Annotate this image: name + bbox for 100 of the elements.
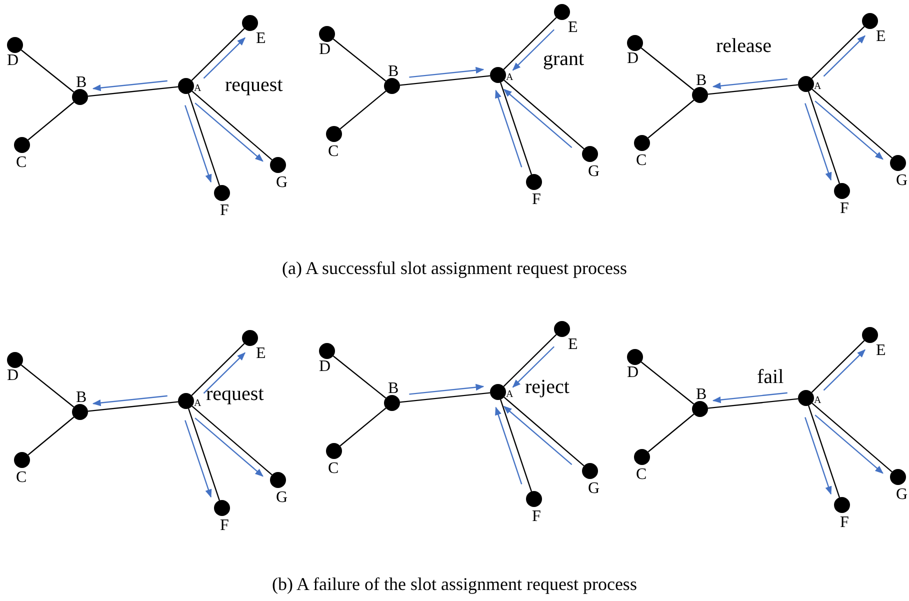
connector-line — [28, 416, 74, 456]
node-label: G — [276, 490, 288, 506]
node-label: F — [840, 201, 849, 217]
arrow — [203, 352, 246, 394]
connector-line — [340, 90, 386, 130]
connector-line — [28, 102, 74, 140]
connector-line — [500, 82, 532, 175]
arrow — [814, 100, 884, 160]
arrow — [194, 102, 264, 162]
arrow — [503, 88, 572, 148]
node-label: E — [256, 31, 266, 47]
connector-line — [648, 414, 694, 452]
figure-caption: (a) A successful slot assignment request process — [282, 258, 627, 278]
node-label: D — [319, 359, 331, 375]
connector-line — [192, 90, 272, 160]
connector-line — [808, 91, 840, 184]
connector-line — [191, 28, 245, 81]
connector-line — [188, 93, 220, 186]
arrow — [495, 406, 522, 484]
arrow — [823, 35, 866, 77]
arrow — [203, 37, 246, 79]
connector-line — [812, 402, 892, 472]
arrow — [495, 90, 522, 168]
connector-line — [192, 406, 272, 476]
connector-line — [400, 392, 490, 403]
node-label: G — [588, 481, 600, 497]
arrow — [409, 384, 484, 395]
arrow — [409, 66, 484, 78]
arrow — [712, 392, 788, 404]
node-label: B — [76, 390, 87, 406]
node-label: C — [328, 144, 339, 160]
connector-line — [708, 84, 798, 95]
node-label: G — [896, 487, 908, 503]
arrow — [92, 80, 168, 92]
arrow — [512, 346, 554, 388]
connector-line — [811, 340, 865, 393]
connector-line — [332, 356, 386, 398]
node-label: C — [636, 467, 647, 483]
arrow — [804, 417, 832, 495]
message-label: reject — [525, 376, 570, 398]
connector-line — [812, 88, 892, 158]
message-label: request — [225, 74, 283, 96]
node-label: B — [76, 75, 87, 91]
connector-line — [640, 48, 694, 90]
connector-line — [811, 26, 865, 79]
arrow — [512, 29, 554, 71]
node-label: C — [328, 461, 339, 477]
arrow — [184, 105, 212, 183]
node-label: D — [627, 365, 639, 381]
message-label: fail — [757, 366, 784, 388]
node-label: G — [276, 175, 288, 191]
arrow — [823, 349, 866, 391]
node-label: C — [636, 153, 647, 169]
arrow — [184, 420, 212, 498]
node-label: C — [16, 470, 27, 486]
node-label: D — [627, 51, 639, 67]
connector-line — [340, 408, 386, 446]
node-label: E — [256, 346, 266, 362]
connector-line — [503, 17, 557, 70]
connector-line — [504, 80, 584, 150]
connector-line — [88, 401, 178, 412]
node-label: F — [840, 515, 849, 531]
node-label: E — [568, 20, 578, 36]
connector-line — [188, 408, 220, 501]
node-label: A — [506, 390, 514, 400]
node-label: E — [568, 337, 578, 353]
connector-line — [88, 86, 178, 97]
node-label: F — [220, 518, 229, 534]
node-label: E — [876, 29, 886, 45]
node-label: B — [388, 381, 399, 397]
connector-line — [400, 75, 490, 86]
node-label: G — [588, 164, 600, 180]
connector-line — [20, 50, 74, 92]
connector-line — [648, 100, 694, 138]
connector-line — [808, 405, 840, 498]
connector-line — [20, 364, 74, 408]
arrow — [92, 395, 168, 406]
node-label: F — [532, 192, 541, 208]
node-label: F — [532, 509, 541, 525]
connector-line — [503, 334, 557, 387]
node-label: A — [506, 73, 514, 83]
node-label: G — [896, 173, 908, 189]
connector-line — [504, 396, 584, 466]
node-label: D — [7, 368, 19, 384]
arrow — [194, 418, 264, 477]
connector-line — [500, 399, 532, 492]
figure-caption: (b) A failure of the slot assignment request process — [272, 574, 637, 594]
arrow — [712, 78, 788, 90]
message-label: request — [206, 383, 264, 405]
arrow — [804, 103, 832, 181]
node-label: A — [814, 396, 822, 406]
node-label: E — [876, 343, 886, 359]
node-label: C — [16, 155, 27, 171]
arrow — [814, 414, 884, 474]
node-label: F — [220, 203, 229, 219]
node-label: A — [814, 82, 822, 92]
connector-line — [191, 343, 245, 396]
node-label: B — [388, 64, 399, 80]
node-label: A — [194, 84, 202, 94]
node-label: D — [7, 53, 19, 69]
